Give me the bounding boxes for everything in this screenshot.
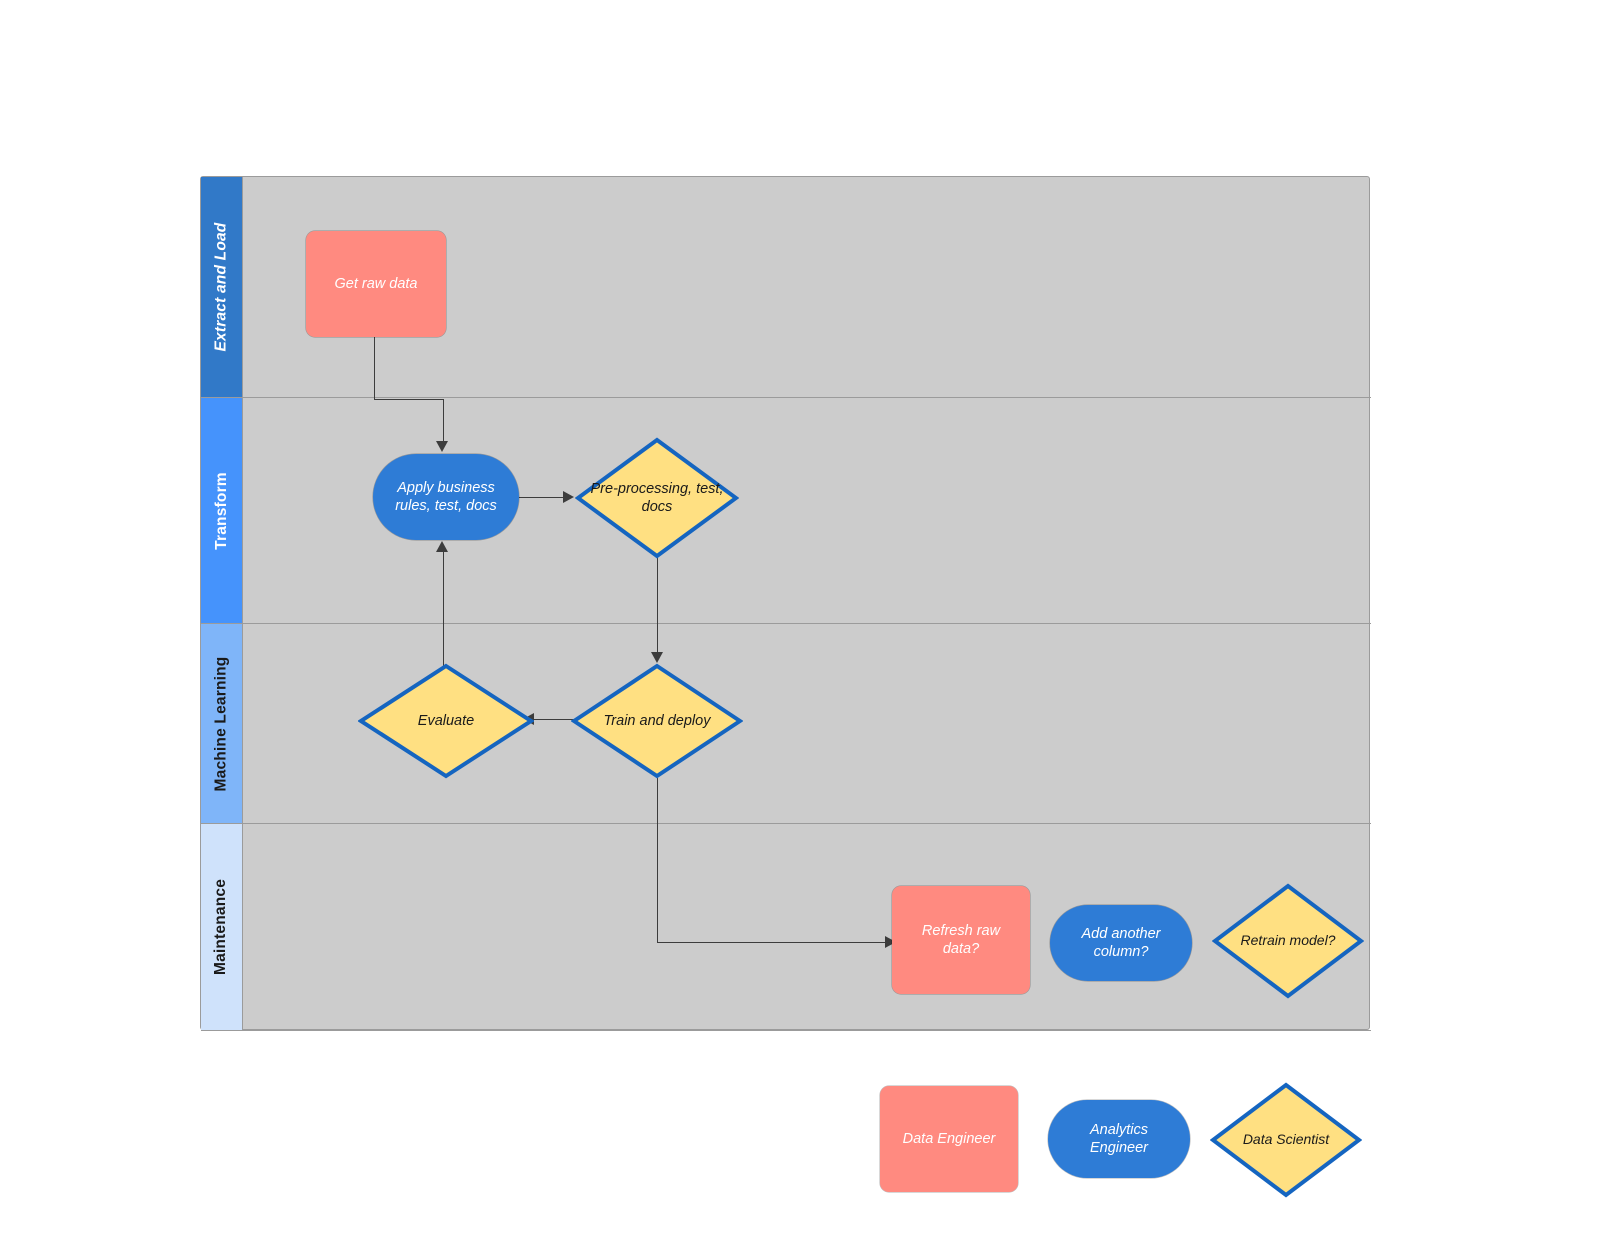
lane-header-machine-learning: Machine Learning	[201, 624, 243, 823]
arrowhead-into-apply-rules-bottom	[436, 541, 448, 552]
lane-transform: Transform	[201, 398, 1371, 624]
legend-item-analytics-engineer[interactable]: Analytics Engineer	[1048, 1100, 1190, 1178]
lane-header-maintenance: Maintenance	[201, 824, 243, 1030]
arrowhead-into-apply-rules	[436, 441, 448, 452]
arrowhead-into-refresh-raw-data	[885, 936, 896, 948]
node-evaluate[interactable]: Evaluate	[358, 663, 534, 779]
edge-get-raw-data-to-apply-rules-seg1	[374, 337, 375, 399]
node-apply-business-rules[interactable]: Apply business rules, test, docs	[373, 454, 519, 540]
edge-get-raw-data-to-apply-rules-seg3	[443, 399, 444, 444]
legend-item-data-engineer[interactable]: Data Engineer	[880, 1086, 1018, 1192]
arrowhead-into-pre-processing	[563, 491, 574, 503]
diamond-shape	[571, 663, 743, 779]
node-add-another-column[interactable]: Add another column?	[1050, 905, 1192, 981]
edge-train-to-refresh-seg1	[657, 778, 658, 942]
diamond-shape	[575, 437, 739, 559]
node-label: Evaluate	[417, 712, 475, 729]
legend-item-data-scientist[interactable]: Data Scientist	[1210, 1082, 1362, 1198]
lane-extract-and-load: Extract and Load	[201, 177, 1371, 398]
lane-label: Extract and Load	[212, 222, 230, 352]
node-train-and-deploy[interactable]: Train and deploy	[571, 663, 743, 779]
edge-train-to-refresh-seg2	[657, 942, 891, 943]
edge-pre-processing-to-train-seg3	[657, 609, 658, 657]
diamond-shape	[358, 663, 534, 779]
lane-header-extract-and-load: Extract and Load	[201, 177, 243, 397]
node-label: Refresh raw data?	[921, 922, 1001, 957]
edge-get-raw-data-to-apply-rules-seg2	[374, 399, 443, 400]
lane-label: Transform	[212, 471, 230, 550]
arrowhead-into-train-and-deploy	[651, 652, 663, 663]
swimlane-pool: Extract and Load Transform Machine Learn…	[200, 176, 1371, 1031]
diamond-shape	[1210, 1082, 1362, 1198]
lane-header-transform: Transform	[201, 398, 243, 623]
lane-label: Machine Learning	[212, 656, 230, 791]
lane-body-maintenance	[243, 824, 1371, 1030]
lane-maintenance: Maintenance	[201, 824, 1371, 1031]
node-label: Add another column?	[1081, 925, 1161, 960]
legend: Data Engineer Analytics Engineer Data Sc…	[880, 1082, 1380, 1198]
lane-machine-learning: Machine Learning	[201, 624, 1371, 824]
node-label: Pre-processing, test, docs	[590, 480, 724, 515]
legend-label: Data Scientist	[1242, 1131, 1330, 1148]
edge-evaluate-to-apply-rules	[443, 550, 444, 670]
lane-label: Maintenance	[212, 878, 230, 976]
diamond-shape	[1212, 883, 1364, 999]
node-get-raw-data[interactable]: Get raw data	[306, 231, 446, 337]
node-retrain-model[interactable]: Retrain model?	[1212, 883, 1364, 999]
legend-label: Analytics Engineer	[1089, 1121, 1149, 1156]
node-label: Train and deploy	[603, 712, 711, 729]
node-pre-processing[interactable]: Pre-processing, test, docs	[575, 437, 739, 559]
edge-train-to-evaluate	[531, 719, 574, 720]
edge-apply-rules-to-pre-processing	[519, 497, 565, 498]
node-label: Apply business rules, test, docs	[395, 479, 497, 514]
node-label: Get raw data	[334, 275, 418, 292]
edge-pre-processing-to-train-seg1	[657, 551, 658, 609]
legend-label: Data Engineer	[902, 1130, 996, 1147]
node-label: Retrain model?	[1240, 932, 1336, 949]
node-refresh-raw-data[interactable]: Refresh raw data?	[892, 886, 1030, 994]
